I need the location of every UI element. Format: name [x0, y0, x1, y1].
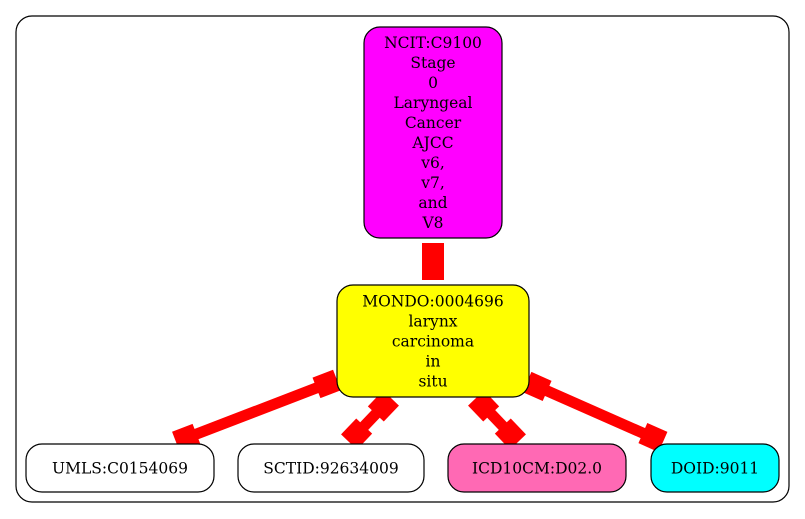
node-label-line: carcinoma: [392, 333, 474, 351]
node-icd10cm[interactable]: ICD10CM:D02.0: [447, 443, 627, 493]
edge-tail-marker: [522, 371, 552, 401]
edge-head-marker: [341, 418, 373, 450]
node-box: [25, 443, 215, 493]
node-label-line: V8: [421, 214, 443, 232]
edge-mondo-icd10cm: [468, 390, 526, 450]
node-box: [363, 26, 503, 239]
node-label-line: Stage: [410, 54, 455, 72]
node-label-line: MONDO:0004696: [362, 293, 504, 311]
node-doid[interactable]: DOID:9011: [650, 443, 780, 493]
node-label-line: situ: [418, 373, 447, 391]
node-label-line: ICD10CM:D02.0: [472, 460, 602, 478]
edge-line: [184, 378, 329, 444]
edge-tail-marker: [312, 369, 341, 399]
node-umls[interactable]: UMLS:C0154069: [25, 443, 215, 493]
edge-tail-marker: [367, 390, 399, 422]
node-label-line: and: [418, 194, 447, 212]
node-label-line: Cancer: [405, 114, 462, 132]
edge-tail-marker: [468, 390, 500, 422]
node-label-line: SCTID:92634009: [263, 460, 398, 478]
node-sctid[interactable]: SCTID:92634009: [237, 443, 425, 493]
node-label-line: larynx: [408, 313, 457, 331]
node-label-line: Laryngeal: [394, 94, 473, 112]
node-label-line: v7,: [420, 174, 445, 192]
edge-head-marker: [494, 418, 526, 450]
node-label-line: 0: [428, 74, 438, 92]
node-label-line: NCIT:C9100: [384, 34, 482, 52]
node-label-line: in: [426, 353, 441, 371]
node-label-line: DOID:9011: [671, 460, 759, 478]
node-box: [650, 443, 780, 493]
node-label-line: UMLS:C0154069: [52, 460, 188, 478]
node-box: [237, 443, 425, 493]
edge-line: [534, 381, 656, 443]
node-label-line: AJCC: [411, 134, 453, 152]
cluster-frame: [15, 15, 790, 503]
edge-ncit-mondo: [422, 243, 444, 280]
node-box: [447, 443, 627, 493]
node-box: [336, 284, 530, 398]
edge-mondo-sctid: [341, 390, 399, 450]
edge-head-marker: [422, 258, 444, 280]
node-mondo[interactable]: MONDO:0004696 larynx carcinoma in situ: [336, 284, 530, 398]
node-label-line: v6,: [420, 154, 445, 172]
